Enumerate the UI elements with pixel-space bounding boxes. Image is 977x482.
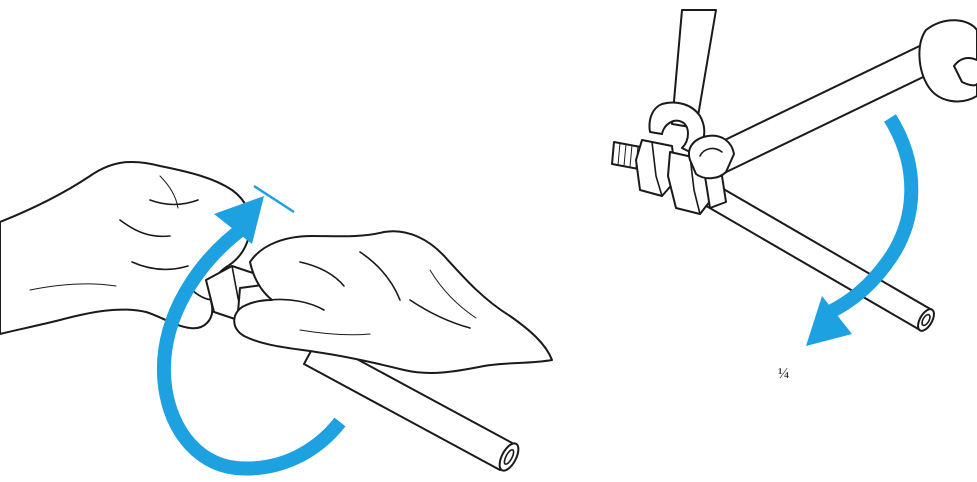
rotation-reference-mark	[253, 184, 295, 214]
rotation-arrow-arc	[156, 220, 346, 476]
rotation-arrow-head	[214, 196, 264, 244]
circular-rotation-arrow	[156, 184, 346, 476]
fitting-body-right	[611, 139, 727, 215]
right-hand	[233, 230, 553, 374]
quarter-turn-label: ¼	[778, 366, 789, 382]
turning-wrench	[688, 19, 977, 180]
tube-left	[303, 337, 520, 472]
wrench-tighten-panel: ¼	[611, 9, 977, 382]
quarter-turn-arrow-head	[806, 296, 852, 346]
holding-wrench	[648, 9, 717, 155]
quarter-turn-arrow-arc	[826, 114, 919, 319]
tube-right	[695, 179, 935, 332]
hand-tighten-panel	[0, 160, 553, 476]
quarter-turn-arrow	[806, 114, 919, 346]
